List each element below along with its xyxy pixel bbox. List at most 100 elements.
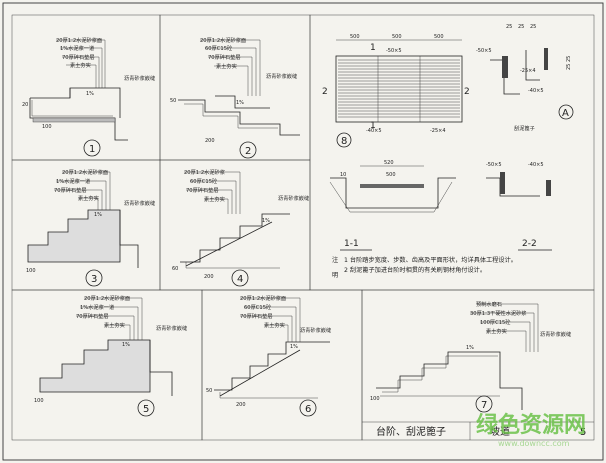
frame-panel-6 (201, 289, 363, 441)
panel-3-layer-2: 1%水泥浆一道 (56, 177, 90, 185)
notes-prefix: 注 (332, 256, 338, 264)
panel-2-side: 沥青砂浆嵌缝 (266, 72, 297, 80)
sec11-dim-1: 520 (384, 160, 394, 166)
panel-5: 20厚1:2水泥砂浆面 1%水泥浆一道 70厚碎石垫层 素土夯实 沥青砂浆嵌缝 … (34, 294, 187, 417)
drawing-title: 台阶、刮泥篦子 (376, 425, 446, 438)
detail-a-bar (502, 56, 508, 78)
panel-7-slope: 1% (466, 345, 474, 351)
panel-4-layer-2: 60厚C15砼 (190, 177, 218, 185)
cut-mark-1-top: 1 (370, 43, 376, 53)
panel-3-badge (85, 269, 103, 287)
panel-7-dim-1: 100 (370, 396, 380, 402)
detail-a-badge (558, 104, 574, 120)
panel-4-badge (231, 269, 249, 287)
scraper-plan-bars (338, 59, 460, 118)
cut-mark-2-left: 2 (322, 87, 328, 97)
panel-1-badge (83, 139, 101, 157)
panel-5-side: 沥青砂浆嵌缝 (156, 324, 187, 332)
scraper-side-bar: -25×4 (430, 128, 446, 134)
panel-6-layer-1: 20厚1:2水泥砂浆面 (240, 294, 286, 302)
cut-mark-1-bottom: 1 (370, 121, 376, 131)
panel-7-badge (475, 395, 493, 413)
sec22-label: 2-2 (522, 239, 537, 249)
note-line-1: 1 台阶踏步宽度、步数、齿高及平面形状，均详具体工程设计。 (344, 256, 517, 264)
panel-5-layer-1: 20厚1:2水泥砂浆面 (84, 294, 130, 302)
title-block: 台阶、刮泥篦子 坡道 5 (362, 421, 594, 440)
panel-4-layer-1: 20厚1:2水泥砂浆 (184, 168, 225, 176)
watermark-url: www.downcc.com (498, 439, 570, 448)
cut-mark-2-right: 2 (464, 87, 470, 97)
detail-a-label: A (562, 108, 569, 119)
scraper-number: 8 (341, 136, 347, 147)
watermark: 绿色资源网 www.downcc.com (476, 412, 586, 448)
panel-7-layer-3: 100厚C15砼 (480, 318, 511, 326)
panel-7-layer-4: 素土夯实 (486, 327, 507, 335)
drawing-code: 坡道 (490, 425, 510, 438)
panel-7: 预制水磨石 30厚1:3干硬性水泥砂浆 100厚C15砼 素土夯实 沥青砂浆嵌缝… (370, 300, 571, 413)
panel-1-dim-1: 20 (22, 102, 28, 108)
panel-7-layer-2: 30厚1:3干硬性水泥砂浆 (470, 309, 526, 317)
panel-7-number: 7 (481, 400, 487, 411)
detail-a-bar-3: -40×5 (528, 88, 544, 94)
panel-6-badge (299, 399, 317, 417)
scraper-badge (336, 132, 352, 148)
detail-a-dim-2: 25 (518, 24, 524, 30)
panel-6-side: 沥青砂浆嵌缝 (300, 326, 331, 334)
panel-2-layer-3: 70厚碎石垫层 (208, 53, 241, 61)
detail-a-caption: 刮泥篦子 (514, 124, 535, 132)
panel-5-layer-2: 1%水泥浆一道 (80, 303, 114, 311)
detail-a-bar-1: -50×5 (476, 48, 492, 54)
panel-5-badge (137, 399, 155, 417)
scraper-bottom-bar: -40×5 (366, 128, 382, 134)
sec22-bar-2: -40×5 (528, 162, 544, 168)
panel-1-layer-3: 70厚碎石垫层 (62, 53, 95, 61)
notes-prefix-2: 明 (332, 272, 338, 279)
panel-1-dim-2: 100 (42, 124, 52, 130)
panel-5-dim-1: 100 (34, 398, 44, 404)
panel-4-dim-1: 60 (172, 266, 178, 272)
panel-6-number: 6 (305, 404, 311, 415)
frame-panel-4 (159, 159, 311, 291)
panel-6-dim-1: 50 (206, 388, 212, 394)
panel-3-layer-4: 素土夯实 (78, 194, 99, 202)
panel-2: 20厚1:2水泥砂浆面 60厚C15砼 70厚碎石垫层 素土夯实 沥青砂浆嵌缝 … (170, 36, 300, 159)
panel-3-dim-1: 100 (26, 268, 36, 274)
panel-6-layer-4: 素土夯实 (264, 321, 285, 329)
sec22-bar-1: -50×5 (486, 162, 502, 168)
panel-3-slope: 1% (94, 212, 102, 218)
panel-3-layer-3: 70厚碎石垫层 (54, 186, 87, 194)
frame-panel-1 (11, 14, 161, 161)
page-number: 5 (580, 427, 586, 438)
frame-panel-8 (309, 14, 595, 291)
panel-6-slope: 1% (290, 344, 298, 350)
panel-3-side: 沥青砂浆嵌缝 (124, 199, 155, 207)
panel-1-slope: 1% (86, 91, 94, 97)
panel-3-layer-1: 20厚1:2水泥砂浆面 (62, 168, 108, 176)
panel-5-layer-4: 素土夯实 (104, 321, 125, 329)
panel-4-layer-4: 素土夯实 (204, 195, 225, 203)
panel-2-layer-4: 素土夯实 (216, 62, 237, 70)
panel-3-number: 3 (91, 274, 97, 285)
panel-5-layer-3: 70厚碎石垫层 (76, 312, 109, 320)
panel-7-layer-1: 预制水磨石 (476, 300, 502, 308)
panel-1-layer-1: 20厚1:2水泥砂浆面 (56, 36, 102, 44)
scraper-plan (335, 55, 463, 123)
panel-2-dim-1: 50 (170, 98, 176, 104)
panel-2-layer-1: 20厚1:2水泥砂浆面 (200, 36, 246, 44)
scraper-plan-dim-2: 500 (392, 34, 402, 40)
detail-a-dim-1: 25 (506, 24, 512, 30)
sec11-dim-2: 500 (386, 172, 396, 178)
panel-2-slope: 1% (236, 100, 244, 106)
sec11-grate (360, 184, 424, 188)
detail-a-side: 25 25 (566, 56, 572, 70)
panel-1-layer-4: 素土夯实 (70, 61, 91, 69)
detail-a-dim-3: 25 (530, 24, 536, 30)
watermark-brand: 绿色资源网 (476, 412, 586, 438)
panel-2-layer-2: 60厚C15砼 (205, 44, 233, 52)
sec11-label: 1-1 (344, 239, 359, 249)
panel-2-dim-2: 200 (205, 138, 215, 144)
detail-a-bar-2: -25×4 (520, 68, 536, 74)
panel-2-badge (239, 141, 257, 159)
